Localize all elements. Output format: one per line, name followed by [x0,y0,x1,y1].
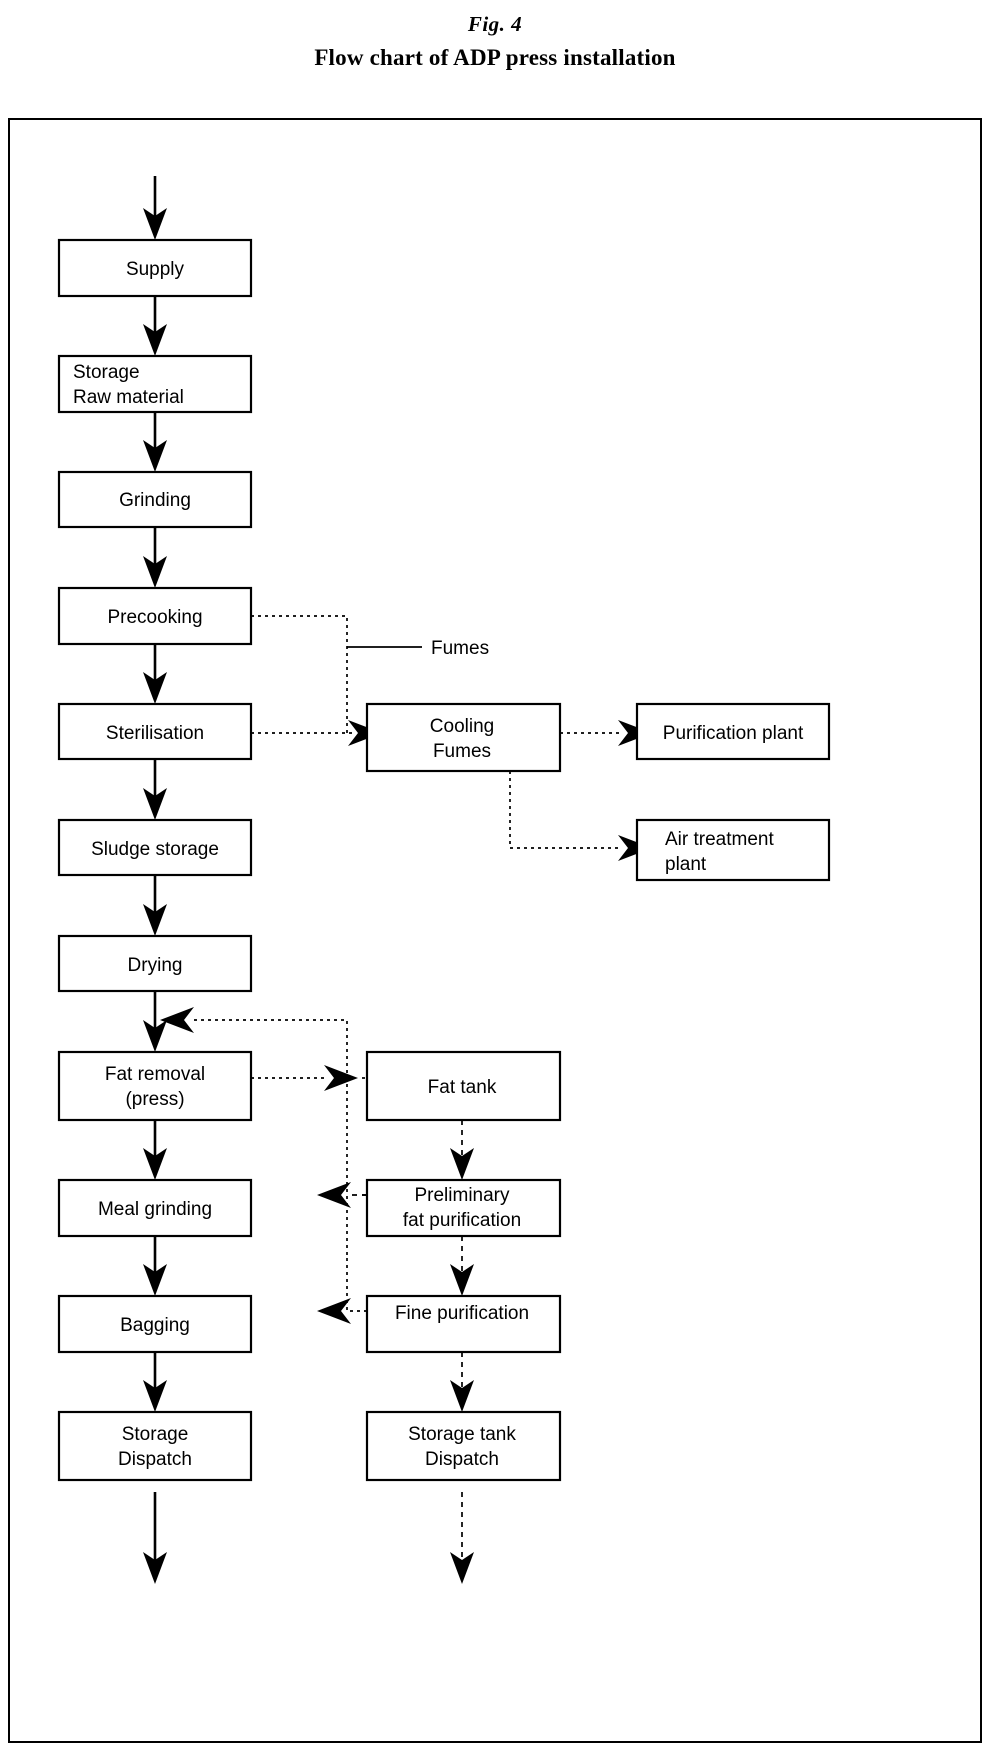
node-meal-grinding-label: Meal grinding [98,1199,212,1220]
node-meal-grinding[interactable]: Meal grinding [57,1178,253,1238]
node-sterilisation-label: Sterilisation [106,723,204,744]
fumes-leader: Fumes [347,638,489,659]
figure-title-block: Fig. 4 Flow chart of ADP press installat… [0,0,990,71]
node-sterilisation[interactable]: Sterilisation [57,702,253,761]
node-preliminary-fat-purification-label-line2: fat purification [403,1210,521,1231]
node-storage-dispatch-label-line1: Storage [122,1424,189,1445]
node-drying[interactable]: Drying [57,934,253,993]
node-fat-removal[interactable]: Fat removal (press) [57,1050,253,1122]
node-storage-tank-dispatch-label-line1: Storage tank [408,1424,516,1445]
node-cooling-fumes-label-line1: Cooling [430,716,494,737]
node-grinding[interactable]: Grinding [57,470,253,529]
node-storage-dispatch-label-line2: Dispatch [118,1449,192,1470]
node-drying-label: Drying [128,955,183,976]
main-chain-connectors [143,176,167,1584]
node-cooling-fumes[interactable]: Cooling Fumes [365,702,562,773]
node-cooling-fumes-label-line2: Fumes [433,741,491,762]
node-precooking[interactable]: Precooking [57,586,253,646]
node-preliminary-fat-purification[interactable]: Preliminary fat purification [365,1178,562,1238]
flowchart-svg: Fumes [57,176,831,1584]
node-fine-purification[interactable]: Fine purification [365,1294,562,1354]
node-purification-plant[interactable]: Purification plant [635,702,831,761]
node-supply-label: Supply [126,259,185,280]
node-fat-removal-label-line1: Fat removal [105,1064,205,1085]
node-fat-tank-label: Fat tank [428,1077,497,1098]
node-bagging-label: Bagging [120,1315,190,1336]
fumes-label: Fumes [431,638,489,659]
node-supply[interactable]: Supply [57,238,253,298]
node-fat-tank[interactable]: Fat tank [365,1050,562,1122]
node-preliminary-fat-purification-label-line1: Preliminary [414,1185,510,1206]
figure-caption: Flow chart of ADP press installation [314,45,676,70]
node-sludge-storage[interactable]: Sludge storage [57,818,253,877]
node-air-treatment-plant-label-line2: plant [665,854,707,875]
node-storage-raw-material-label-line2: Raw material [73,387,184,408]
figure-number: Fig. 4 [467,12,523,36]
node-storage-tank-dispatch[interactable]: Storage tank Dispatch [365,1410,562,1482]
node-fat-removal-label-line2: (press) [125,1089,184,1110]
diagram-frame: Fumes [8,118,982,1743]
node-storage-raw-material[interactable]: Storage Raw material [57,354,253,414]
node-precooking-label: Precooking [107,607,202,628]
node-fine-purification-label: Fine purification [395,1303,529,1324]
node-storage-tank-dispatch-label-line2: Dispatch [425,1449,499,1470]
node-purification-plant-label: Purification plant [663,723,804,744]
node-air-treatment-plant-label-line1: Air treatment [665,829,774,850]
node-storage-raw-material-label-line1: Storage [73,362,140,383]
fat-circuit-connectors [160,1007,474,1584]
fumes-branch-connectors [251,615,652,861]
node-grinding-label: Grinding [119,490,191,511]
node-bagging[interactable]: Bagging [57,1294,253,1354]
node-air-treatment-plant[interactable]: Air treatment plant [635,818,831,882]
node-sludge-storage-label: Sludge storage [91,839,219,860]
node-storage-dispatch[interactable]: Storage Dispatch [57,1410,253,1482]
